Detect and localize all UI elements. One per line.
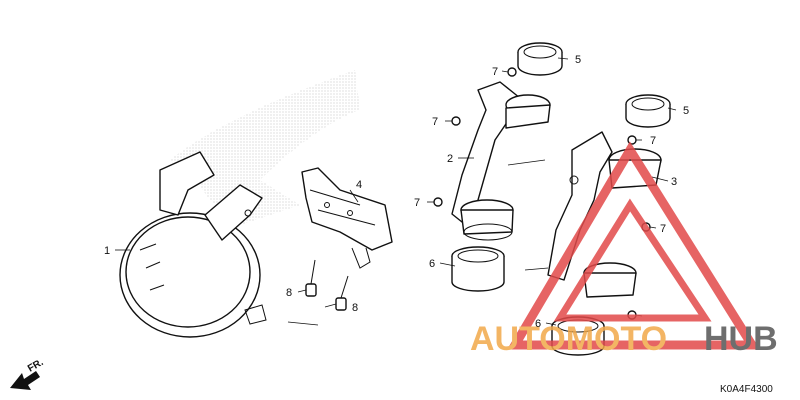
bolt-part-7a xyxy=(507,67,517,77)
background-wing-pattern xyxy=(170,70,360,225)
callout-4: 4 xyxy=(356,179,362,191)
rubber-ring-part-5b xyxy=(625,94,671,128)
direction-label: FR. xyxy=(26,357,46,375)
rubber-ring-part-5a xyxy=(517,42,563,76)
arrow-icon xyxy=(10,371,40,390)
watermark-triangle xyxy=(507,141,761,350)
callout-7a: 7 xyxy=(492,66,498,78)
watermark-inner-triangle xyxy=(553,198,712,322)
bracket-part xyxy=(301,167,393,269)
callout-5a: 5 xyxy=(575,54,581,66)
watermark-text-primary: AUTOMOTO xyxy=(470,320,667,358)
callout-6a: 6 xyxy=(429,258,435,270)
diagram-code: K0A4F4300 xyxy=(720,384,773,395)
left-stay-part xyxy=(451,81,551,241)
callout-7e: 7 xyxy=(660,223,666,235)
front-direction-indicator: FR. xyxy=(10,357,46,390)
callout-7d: 7 xyxy=(650,135,656,147)
screw-part-8a xyxy=(305,259,317,297)
callout-8b: 8 xyxy=(352,302,358,314)
watermark-text-secondary: HUB xyxy=(704,320,778,358)
watermark: AUTOMOTO HUB xyxy=(470,141,778,358)
callout-8a: 8 xyxy=(286,287,292,299)
headlight-case-part xyxy=(119,151,267,338)
bolt-part-7c xyxy=(433,197,443,207)
callout-5b: 5 xyxy=(683,105,689,117)
callout-6b: 6 xyxy=(535,318,541,330)
right-stay-part xyxy=(547,131,662,298)
callout-7b: 7 xyxy=(432,116,438,128)
callout-7c: 7 xyxy=(414,197,420,209)
callout-3: 3 xyxy=(671,176,677,188)
callout-1: 1 xyxy=(104,245,110,257)
rubber-collar-part-6a xyxy=(451,246,505,292)
screw-part-8b xyxy=(335,275,349,311)
callout-2: 2 xyxy=(447,153,453,165)
bolt-part-7b xyxy=(451,116,461,126)
